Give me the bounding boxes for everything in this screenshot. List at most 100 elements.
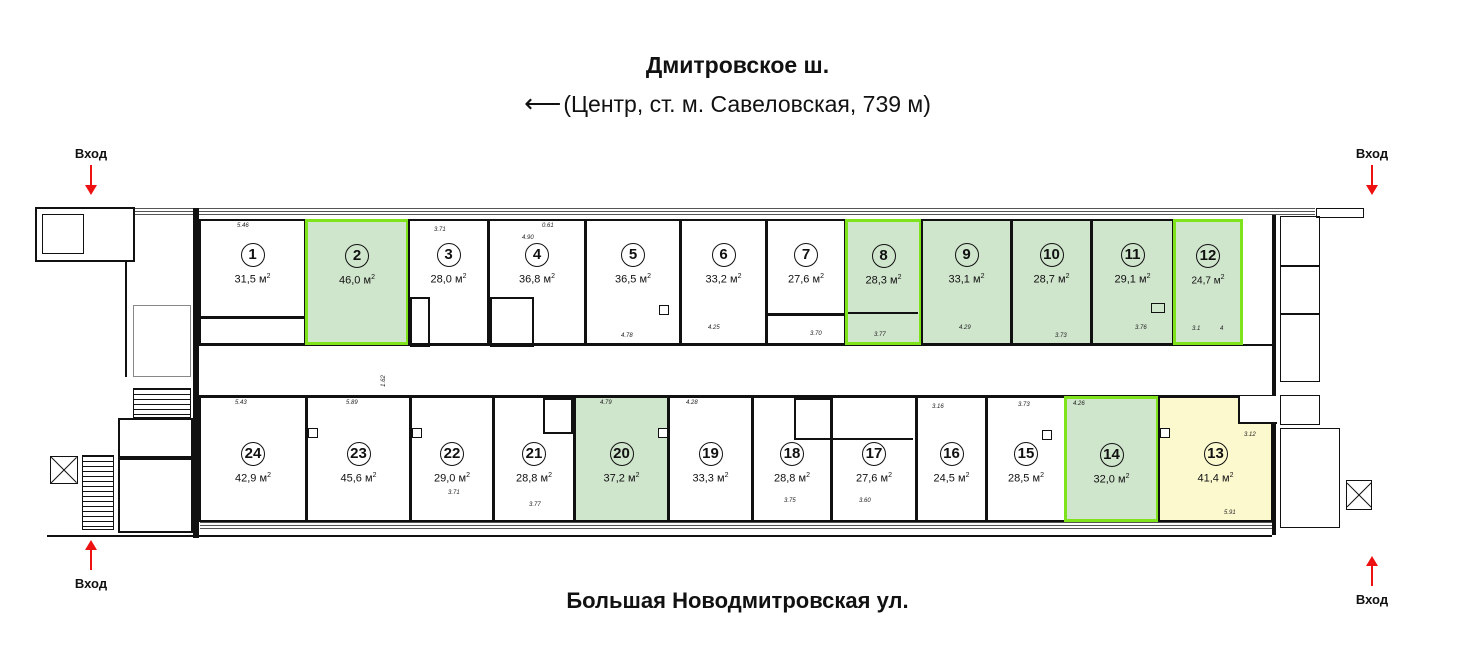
left-room-a xyxy=(118,418,193,458)
room-20[interactable]: 20 37,2 м2 4.79 xyxy=(574,396,669,522)
left-lobby xyxy=(133,305,191,377)
top-left-annex xyxy=(35,207,135,262)
room-11[interactable]: 11 29,1 м2 3.76 xyxy=(1091,219,1174,345)
left-core-wall xyxy=(193,208,199,538)
direction-text: (Центр, ст. м. Савеловская, 739 м) xyxy=(563,91,931,117)
room-8[interactable]: 8 28,3 м2 3.77 xyxy=(845,219,922,345)
right-core-wall xyxy=(1272,215,1276,535)
room-14[interactable]: 14 32,0 м2 4.26 xyxy=(1064,396,1159,522)
room-area: 33,2 м2 xyxy=(705,273,742,286)
room-19[interactable]: 19 33,3 м2 4.28 xyxy=(668,396,753,522)
street-name-top: Дмитровское ш. xyxy=(645,52,830,78)
room-area: 31,5 м2 xyxy=(234,273,271,286)
room-area: 28,8 м2 xyxy=(774,472,810,485)
room-area: 28,5 м2 xyxy=(1008,472,1044,485)
bottom-facade-windows xyxy=(200,522,1275,530)
right-room-a xyxy=(1280,314,1320,382)
room-3[interactable]: 3 28,0 м2 3.71 xyxy=(408,219,489,347)
room-17[interactable]: 17 27,6 м2 3.60 xyxy=(831,396,917,522)
entry-label: Вход xyxy=(74,146,108,161)
entry-bottom-left: Вход xyxy=(61,540,121,591)
right-room-c xyxy=(1280,428,1340,528)
room-area: 28,8 м2 xyxy=(516,472,552,485)
room-number: 2 xyxy=(345,244,369,268)
arrow-left-icon: ⟵ xyxy=(524,88,562,118)
room-area: 42,9 м2 xyxy=(235,472,271,485)
room-number: 1 xyxy=(240,243,265,267)
room-area: 28,0 м2 xyxy=(430,273,467,286)
room-15[interactable]: 15 28,5 м2 3.73 xyxy=(986,396,1066,522)
wc-2 xyxy=(1280,266,1320,314)
room-number: 4 xyxy=(525,243,549,267)
room-23[interactable]: 23 45,6 м2 5.89 xyxy=(306,396,411,522)
entry-top-left: Вход xyxy=(61,146,121,195)
bottom-facade-line xyxy=(47,535,1272,537)
entry-label: Вход xyxy=(1355,592,1389,607)
wc-1 xyxy=(1280,216,1320,266)
room-area: 37,2 м2 xyxy=(603,472,640,485)
room-number: 18 xyxy=(780,442,804,466)
room-area: 29,1 м2 xyxy=(1114,273,1151,286)
entry-label: Вход xyxy=(1355,146,1389,161)
room-number: 12 xyxy=(1196,244,1220,268)
room-area: 45,6 м2 xyxy=(340,472,377,485)
room-number: 13 xyxy=(1203,442,1228,466)
room-number: 14 xyxy=(1099,443,1124,467)
room-number: 8 xyxy=(871,244,896,268)
room-number: 11 xyxy=(1120,243,1145,267)
room-4[interactable]: 4 36,8 м2 4.90 0.61 xyxy=(488,219,586,347)
room-number: 16 xyxy=(939,442,964,466)
room-2[interactable]: 2 46,0 м2 xyxy=(305,219,409,345)
room-6[interactable]: 6 33,2 м2 4.25 xyxy=(680,219,767,345)
stairs-left-upper xyxy=(133,388,191,418)
room-24[interactable]: 24 42,9 м2 5.43 xyxy=(199,396,307,522)
direction-note: ⟵(Центр, ст. м. Савеловская, 739 м) xyxy=(0,88,1465,119)
corridor-wall-top xyxy=(199,344,1272,346)
room-18[interactable]: 18 28,8 м2 3.75 xyxy=(752,396,832,522)
room-area: 29,0 м2 xyxy=(434,472,470,485)
room-number: 9 xyxy=(954,243,979,267)
left-room-b xyxy=(118,458,193,533)
room-number: 6 xyxy=(711,243,736,267)
room-13[interactable]: 13 41,4 м2 3.12 5.91 xyxy=(1158,396,1277,522)
room-area: 32,0 м2 xyxy=(1093,473,1130,486)
room-1[interactable]: 1 31,5 м2 5.46 xyxy=(199,219,307,345)
room-area: 36,5 м2 xyxy=(615,273,651,286)
top-facade-windows xyxy=(135,208,1315,216)
room-number: 7 xyxy=(794,243,818,267)
elevator-right-icon xyxy=(1346,480,1372,510)
arrow-up-icon xyxy=(1366,556,1378,586)
dim-corridor: 1.62 xyxy=(380,375,387,387)
room-12[interactable]: 12 24,7 м2 3.1 4 xyxy=(1173,219,1243,345)
room-number: 15 xyxy=(1014,442,1038,466)
room-number: 5 xyxy=(621,243,645,267)
room-area: 24,5 м2 xyxy=(933,472,970,485)
arrow-down-icon xyxy=(85,165,97,195)
room-10[interactable]: 10 28,7 м2 3.73 xyxy=(1011,219,1092,345)
room-9[interactable]: 9 33,1 м2 4.29 xyxy=(921,219,1012,345)
room-21[interactable]: 21 28,8 м2 3.77 xyxy=(493,396,575,522)
room-area: 24,7 м2 xyxy=(1191,274,1225,287)
room-22[interactable]: 22 29,0 м2 3.71 xyxy=(410,396,494,522)
room-5[interactable]: 5 36,5 м2 4.78 xyxy=(585,219,681,345)
room-area: 36,8 м2 xyxy=(519,273,555,286)
room-16[interactable]: 16 24,5 м2 3.16 xyxy=(916,396,987,522)
room-number: 10 xyxy=(1039,243,1064,267)
room-area: 33,1 м2 xyxy=(948,273,985,286)
top-left-shaft xyxy=(42,214,84,254)
room-area: 33,3 м2 xyxy=(692,472,729,485)
room-area: 27,6 м2 xyxy=(856,472,892,485)
room-area: 41,4 м2 xyxy=(1197,472,1234,485)
right-room-b xyxy=(1280,395,1320,425)
room-number: 24 xyxy=(241,442,265,466)
arrow-up-icon xyxy=(85,540,97,570)
room-area: 46,0 м2 xyxy=(339,274,375,287)
room-number: 17 xyxy=(862,442,886,466)
room-7[interactable]: 7 27,6 м2 3.70 xyxy=(766,219,846,345)
entry-bottom-right: Вход xyxy=(1342,556,1402,607)
room-number: 3 xyxy=(436,243,461,267)
room-number: 23 xyxy=(346,442,371,466)
room-area: 27,6 м2 xyxy=(788,273,824,286)
entry-top-right: Вход xyxy=(1342,146,1402,195)
